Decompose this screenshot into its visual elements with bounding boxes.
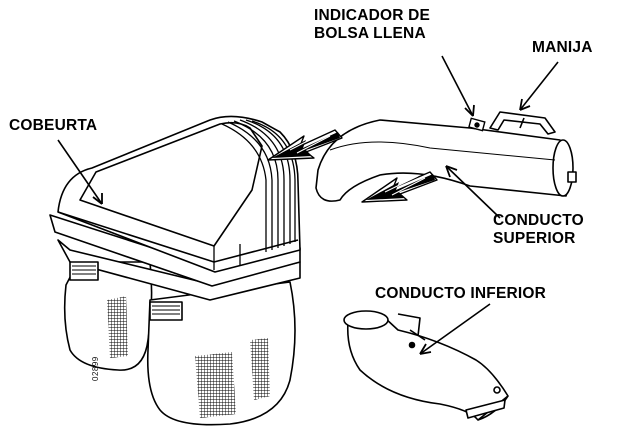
direction-arrows [267,129,438,203]
upper-chute-latch [567,171,577,183]
cover-label: COBEURTA [9,117,97,135]
leader-lines [57,55,559,355]
rear-bag-mesh [107,296,128,358]
arrow-to-bagger [267,129,343,161]
upper-chute [315,119,577,202]
handle [489,111,556,135]
full-bag-indicator-label-line2: BOLSA LLENA [314,25,426,42]
upper-chute-label-line2: SUPERIOR [493,230,576,247]
full-bag-indicator-label: INDICADOR DE BOLSA LLENA [314,7,430,43]
handle-leader [519,61,559,111]
rear-latch [69,261,99,281]
front-latch [149,301,183,321]
indicator-leader [441,55,475,117]
cover-front-edge [57,211,299,263]
full-bag-indicator-label-line1: INDICADOR DE [314,7,431,24]
upper-chute-label: CONDUCTO SUPERIOR [493,212,584,248]
cover-leader [57,139,103,205]
lower-chute-label-text: CONDUCTO INFERIOR [375,285,547,302]
upper-chute-label-line1: CONDUCTO [493,212,584,229]
lower-chute-rod [465,399,506,419]
handle-label-text: MANIJA [532,39,593,56]
front-bag-mesh [195,352,236,418]
upper-chute-opening [552,139,574,197]
cover-ribs [213,119,296,270]
lower-chute-bracket [397,313,426,341]
part-code: 02899 [91,356,100,381]
upper-chute-crease [329,141,556,161]
front-bag-mesh-right [250,338,270,400]
handle-label: MANIJA [532,39,593,57]
bagger-unit [49,115,301,426]
lower-chute-label: CONDUCTO INFERIOR [375,285,546,303]
cover-body [57,115,301,273]
arrow-to-chute [361,171,438,203]
lower-chute [343,310,509,421]
cover-label-text: COBEURTA [9,117,98,134]
lower-chute-leader [419,303,491,355]
upper-chute-body [315,119,572,202]
upper-chute-leader [445,165,501,219]
lower-chute-opening [343,310,389,330]
full-bag-indicator [468,117,486,132]
